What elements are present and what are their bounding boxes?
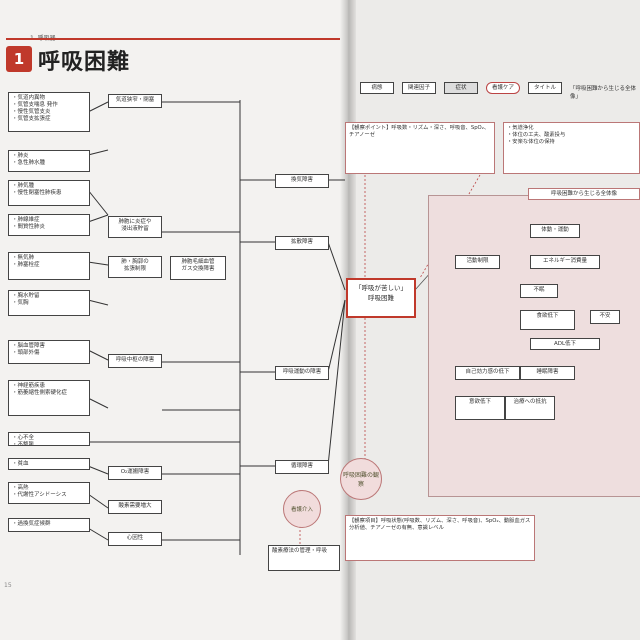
header-rule: [6, 38, 340, 40]
mechanism-box: 酸素需要増大: [108, 500, 162, 514]
overview-node: 不眠: [520, 284, 558, 298]
legend-item: 関連因子: [402, 82, 436, 94]
overview-node: 自己効力感の低下: [455, 366, 520, 380]
cause-box: ・脳血管障害 ・頭部外傷: [8, 340, 90, 364]
chapter-number: 1: [6, 46, 32, 72]
overview-node: 体動・運動: [530, 224, 580, 238]
overview-node: 食欲低下: [520, 310, 575, 330]
cause-box: ・心不全 ・不整脈: [8, 432, 90, 446]
cause-box: ・肺線維症 ・間質性肺炎: [8, 214, 90, 236]
overview-panel-title: 呼吸困難から生じる全体像: [528, 188, 640, 200]
page-title: 呼吸困難: [38, 50, 131, 75]
overview-node: 活動制限: [455, 255, 500, 269]
pathology-box: 換気障害: [275, 174, 329, 188]
cause-box: ・胸水貯留 ・気胸: [8, 290, 90, 316]
pathology-box: 呼吸運動の障害: [275, 366, 329, 380]
overview-node: 治療への抵抗: [505, 396, 555, 420]
pathology-box: 循環障害: [275, 460, 329, 474]
care-note: ・気道浄化 ・体位の工夫、酸素投与 ・安楽な体位の保持: [503, 122, 640, 174]
care-circle-top: 看護介入: [283, 490, 321, 528]
pathology-box: 肺胞毛細血管 ガス交換障害: [170, 256, 226, 280]
legend-note: 「呼吸困難から生じる全体像」: [570, 86, 637, 100]
mechanism-box: 気道狭窄・閉塞: [108, 94, 162, 108]
cause-box: ・貧血: [8, 458, 90, 470]
cause-box: ・高熱 ・代謝性アシドーシス: [8, 482, 90, 504]
overview-node: 不安: [590, 310, 620, 324]
cause-box: ・気道内異物 ・気管支喘息 発作 ・慢性気管支炎 ・気管支拡張症: [8, 92, 90, 132]
overview-node: 睡眠障害: [520, 366, 575, 380]
mechanism-box: 肺胞に炎症や 浸出液貯留: [108, 216, 162, 238]
dyspnea-center-box: 「呼吸が苦しい」 呼吸困難: [346, 278, 416, 318]
overview-node: エネルギー消費量: [530, 255, 600, 269]
cause-box: ・肺気腫 ・慢性閉塞性肺疾患: [8, 180, 90, 206]
mechanism-box: 心因性: [108, 532, 162, 546]
cause-box: ・肺炎 ・急性肺水腫: [8, 150, 90, 172]
legend-item: 症状: [444, 82, 478, 94]
legend-row: 病態関連因子症状看護ケアタイトル「呼吸困難から生じる全体像」: [350, 78, 640, 100]
cause-box: ・無気肺 ・肺塞栓症: [8, 252, 90, 280]
mechanism-box: 呼吸中枢の障害: [108, 354, 162, 368]
pathology-box: 拡散障害: [275, 236, 329, 250]
page-number: 15: [4, 582, 12, 589]
legend-item: 病態: [360, 82, 394, 94]
mechanism-box: 肺・胸郭の 拡張制限: [108, 256, 162, 278]
overview-node: 意欲低下: [455, 396, 505, 420]
cause-box: ・神経筋疾患 ・筋萎縮性側索硬化症: [8, 380, 90, 416]
overview-node: ADL低下: [530, 338, 600, 350]
observation-note: 【観察ポイント】呼吸数・リズム・深さ、呼吸音、SpO₂、チアノーゼ: [345, 122, 495, 174]
oxygen-care-box: 酸素療法の管理・呼吸: [268, 545, 340, 571]
legend-item: タイトル: [528, 82, 562, 94]
bottom-observation-note: 【観察項目】呼吸状態(呼吸数、リズム、深さ、呼吸音)、SpO₂、動脈血ガス分析値…: [345, 515, 535, 561]
legend-item: 看護ケア: [486, 82, 520, 94]
mechanism-box: O₂運搬障害: [108, 466, 162, 480]
observation-circle: 呼吸困難の観察: [340, 458, 382, 500]
cause-box: ・過換気症候群: [8, 518, 90, 532]
